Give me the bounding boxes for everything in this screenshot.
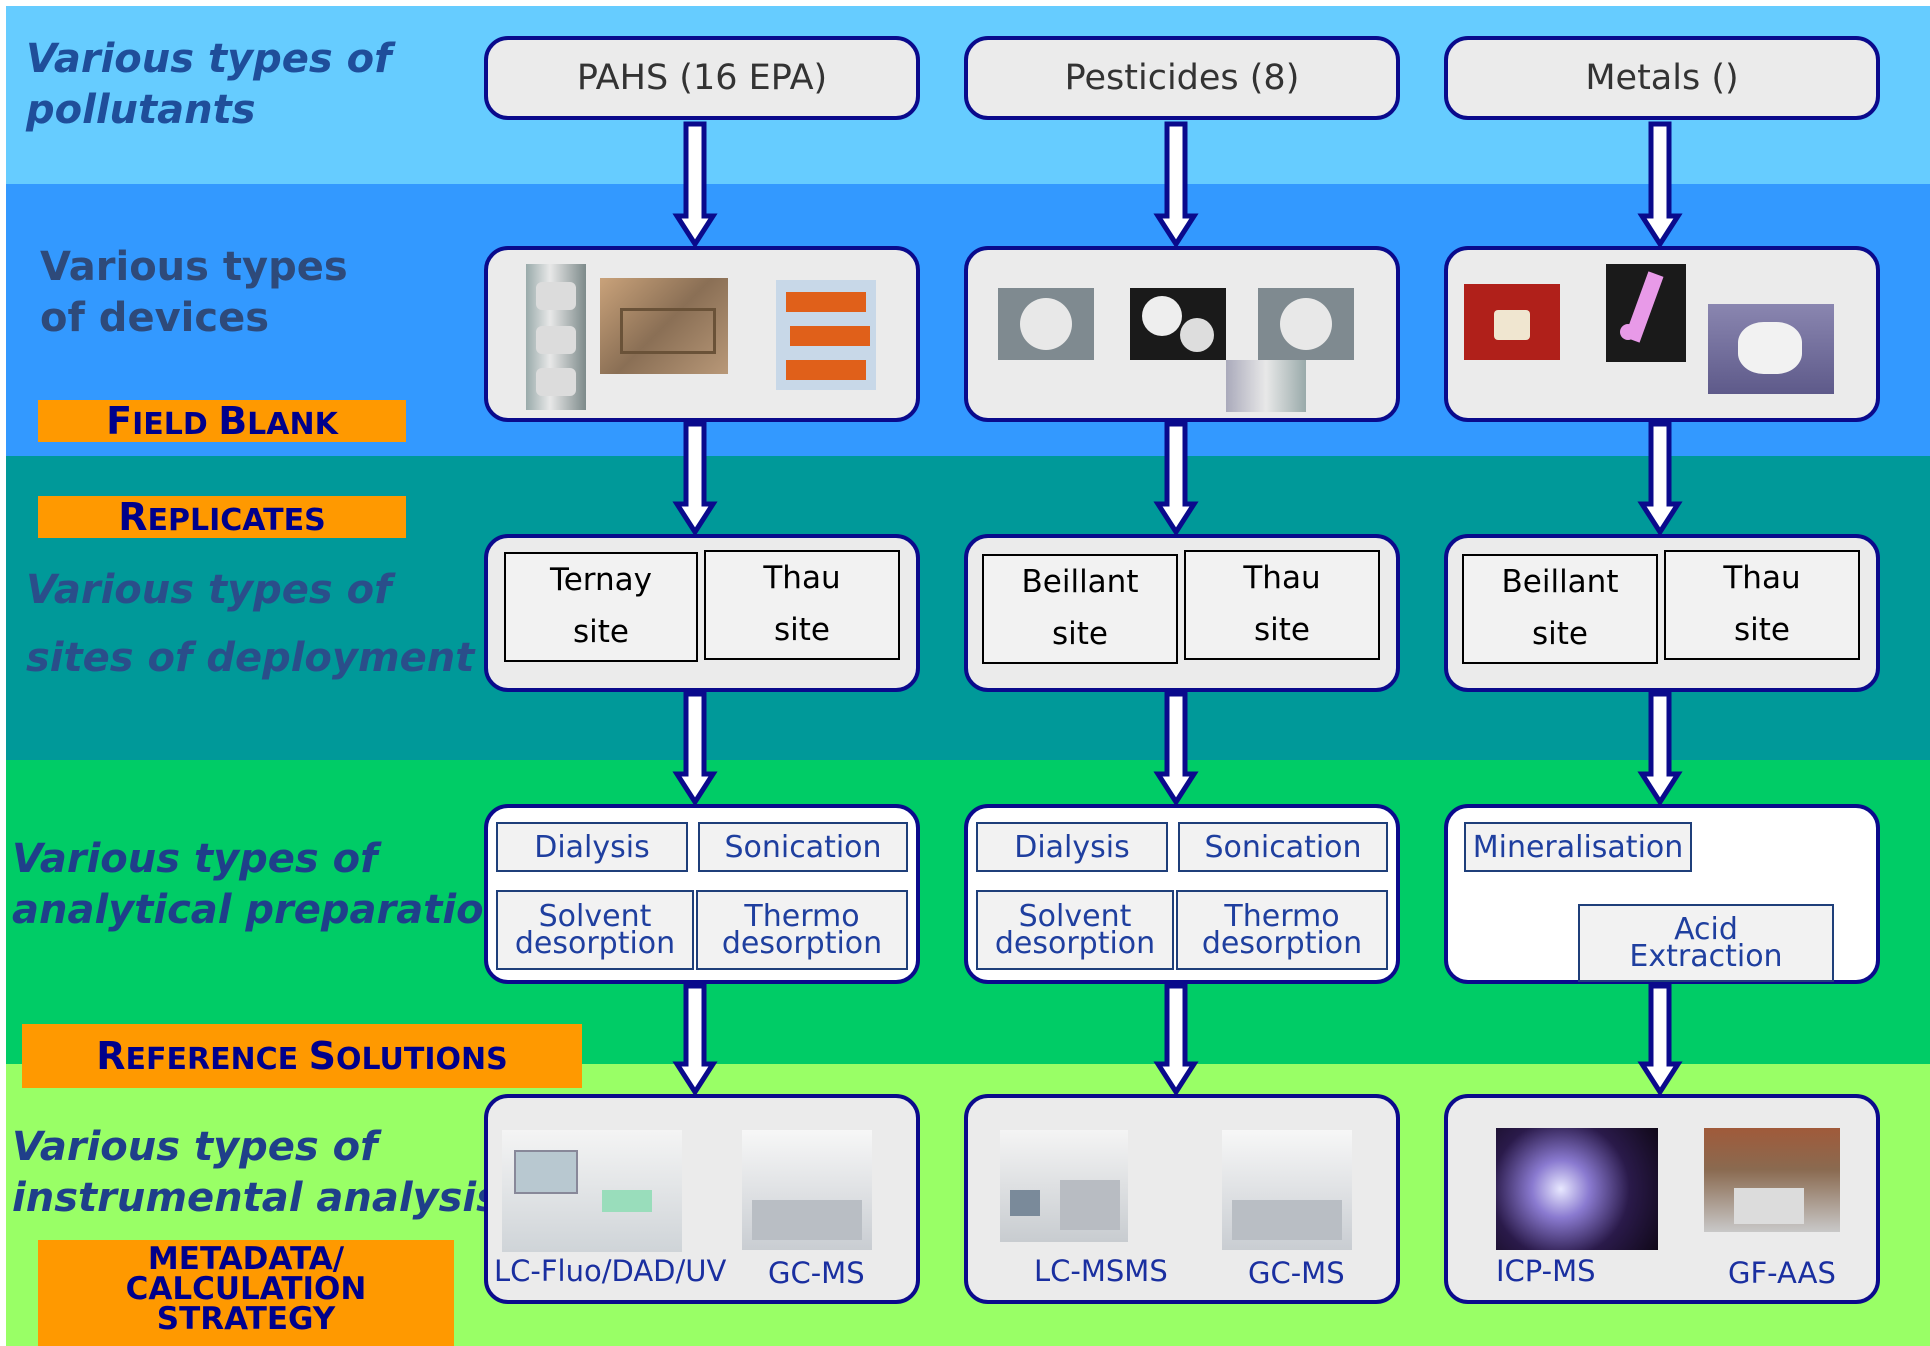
flow-arrow <box>1153 121 1199 249</box>
flow-arrow <box>1153 983 1199 1097</box>
prep-mineralisation: Mineralisation <box>1464 822 1692 872</box>
pollutant-box-pesticides: Pesticides (8) <box>964 36 1400 120</box>
device-photo-disc-holder-2 <box>1258 288 1354 360</box>
pollutant-label: Metals () <box>1585 58 1739 98</box>
flow-arrow <box>1637 121 1683 249</box>
instrument-box-pesticides: LC-MSMS GC-MS <box>964 1094 1400 1304</box>
flow-arrow <box>1153 691 1199 807</box>
device-photo-metal-frame <box>600 278 728 374</box>
device-photo-white-discs <box>1130 288 1226 360</box>
prep-sonication: Sonication <box>698 822 908 872</box>
device-photo-pink-pieces <box>1606 264 1686 362</box>
device-photo-white-ring <box>1708 304 1834 394</box>
instrument-photo-lc-msms <box>1000 1130 1128 1242</box>
instrument-label-gc-ms: GC-MS <box>768 1256 865 1290</box>
instrument-photo-gc-ms <box>1222 1130 1352 1250</box>
flow-arrow <box>672 121 718 249</box>
instrument-label-lc-msms: LC-MSMS <box>1034 1254 1168 1288</box>
pollutant-label: PAHS (16 EPA) <box>576 58 828 98</box>
instrument-box-metals: ICP-MS GF-AAS <box>1444 1094 1880 1304</box>
flow-arrow <box>672 983 718 1097</box>
prep-sonication: Sonication <box>1178 822 1388 872</box>
device-box-pahs <box>484 246 920 422</box>
flow-arrow <box>672 421 718 537</box>
instrument-box-pahs: LC-Fluo/DAD/UV GC-MS <box>484 1094 920 1304</box>
instrument-photo-icp-ms <box>1496 1128 1658 1250</box>
instrument-photo-lc-system <box>502 1130 682 1252</box>
replicates-tag: REPLICATES <box>38 496 406 538</box>
field-blank-tag: FIELD BLANK <box>38 400 406 442</box>
flow-arrow <box>1153 421 1199 537</box>
flow-arrow <box>1637 421 1683 537</box>
pollutant-box-metals: Metals () <box>1444 36 1880 120</box>
device-photo-passive-sampler-cage <box>526 264 586 410</box>
instrument-label-gc-ms: GC-MS <box>1248 1256 1345 1290</box>
instrument-label-icp-ms: ICP-MS <box>1496 1254 1596 1288</box>
reference-solutions-tag: REFERENCE SOLUTIONS <box>22 1024 582 1088</box>
device-photo-red-sampler <box>1464 284 1560 360</box>
flow-arrow <box>672 691 718 807</box>
device-photo-orange-strips <box>776 280 876 390</box>
device-box-metals <box>1444 246 1880 422</box>
pollutant-box-pahs: PAHS (16 EPA) <box>484 36 920 120</box>
device-photo-disc-holder <box>998 288 1094 360</box>
flow-arrow <box>1637 691 1683 807</box>
instrument-photo-gc-ms <box>742 1130 872 1250</box>
flow-arrow <box>1637 983 1683 1097</box>
prep-dialysis: Dialysis <box>496 822 688 872</box>
instrument-photo-gf-aas <box>1704 1128 1840 1232</box>
instrument-label-lc-fluo: LC-Fluo/DAD/UV <box>494 1254 727 1288</box>
instrument-label-gf-aas: GF-AAS <box>1728 1256 1836 1290</box>
device-box-pesticides <box>964 246 1400 422</box>
prep-dialysis: Dialysis <box>976 822 1168 872</box>
device-photo-deployment-rack <box>1226 360 1306 412</box>
pollutant-label: Pesticides (8) <box>1064 58 1300 98</box>
